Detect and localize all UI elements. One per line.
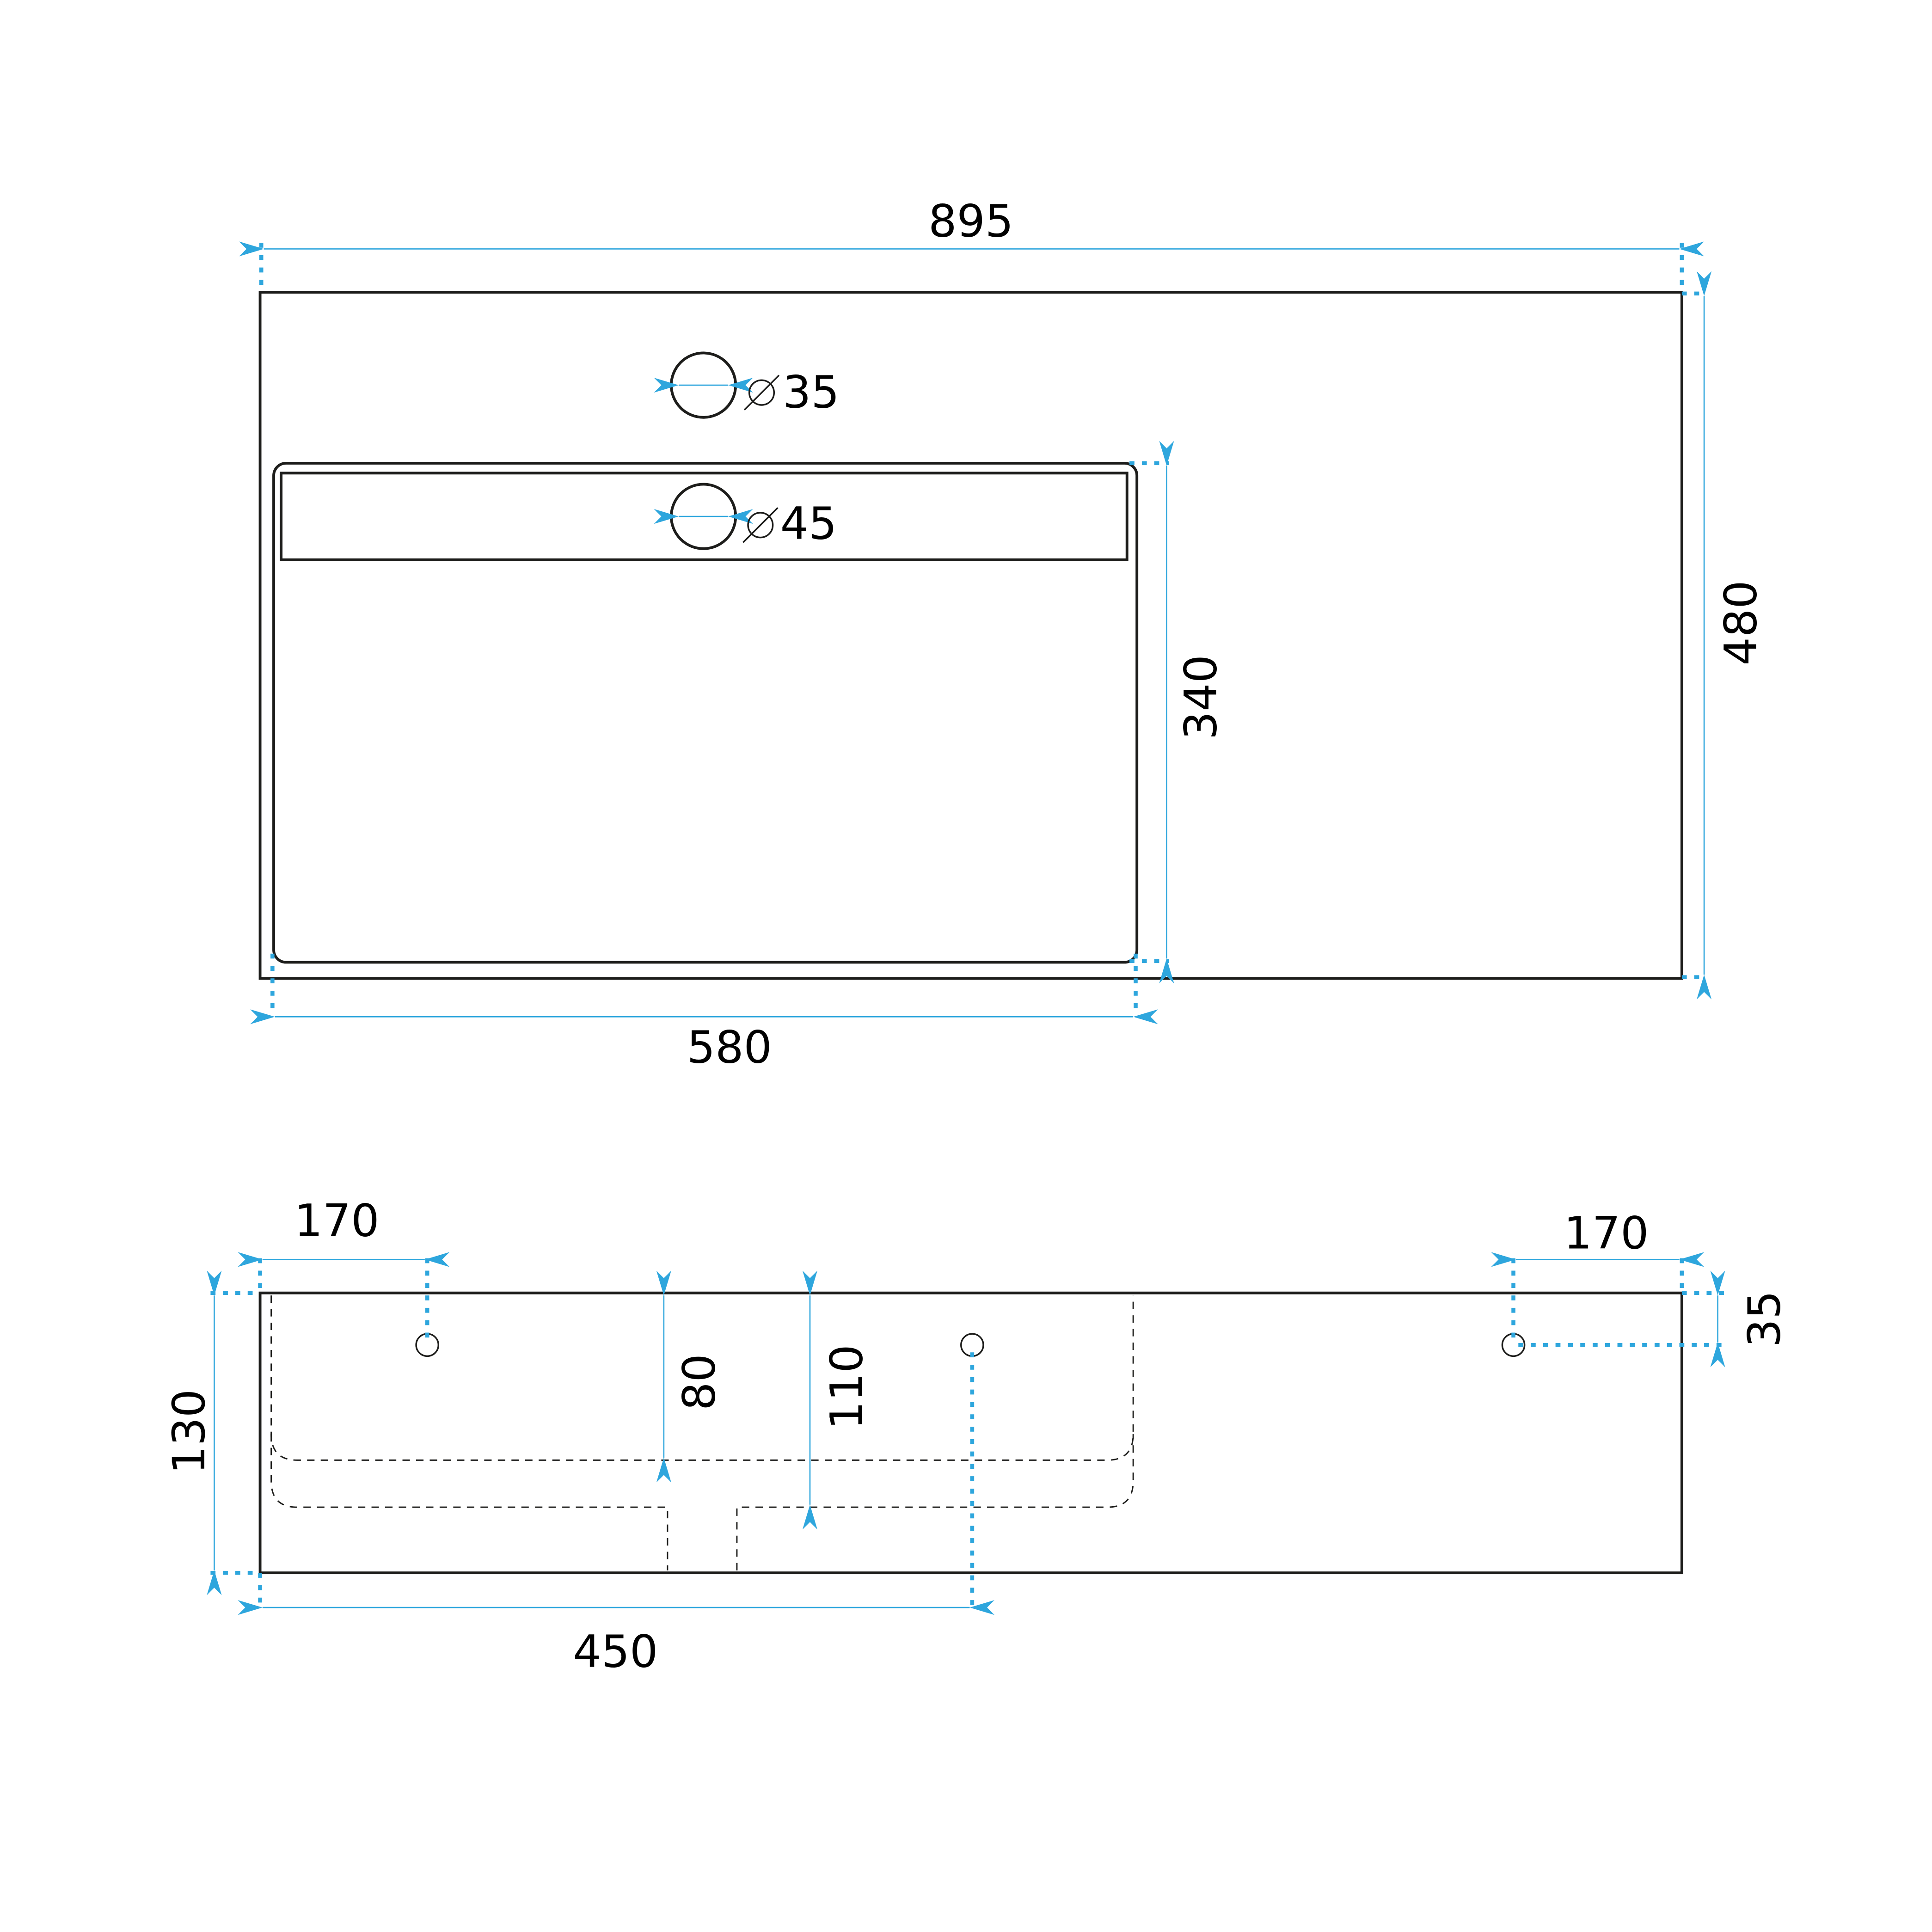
hidden-basin-outer (270, 1434, 1134, 1570)
diameter-symbol-icon (743, 374, 780, 411)
tap-hole: 35 (654, 351, 840, 419)
countertop-outline (258, 291, 1683, 980)
dimension-overall-depth: 480 (1681, 271, 1767, 1000)
top-view: 35 45 895 480 (239, 195, 1767, 1073)
overflow-strip (280, 472, 1129, 561)
basin-width-label: 580 (687, 1021, 772, 1073)
inner-depth-110-label: 110 (820, 1344, 872, 1429)
diameter-symbol-icon (742, 507, 779, 543)
inner-depth-80-label: 80 (673, 1354, 725, 1411)
drain-offset-label: 450 (573, 1625, 658, 1678)
drain-hole: 45 (654, 483, 837, 550)
overall-depth-label: 480 (1715, 580, 1767, 665)
overall-width-label: 895 (928, 195, 1013, 247)
dimension-left-hole-offset: 170 (238, 1194, 450, 1338)
basin-depth-label: 340 (1175, 655, 1227, 740)
dimension-right-hole-offset: 170 (1491, 1207, 1705, 1345)
dimension-overall-width: 895 (239, 195, 1705, 293)
basin-outline (272, 461, 1139, 964)
right-hole-offset-label: 170 (1564, 1207, 1649, 1259)
dimension-drain-offset: 450 (238, 1352, 995, 1678)
drain-hole-diameter-label: 45 (780, 497, 837, 549)
dimension-inner-depth-110: 110 (802, 1270, 872, 1530)
hidden-basin-inner (270, 1295, 1134, 1461)
dimension-overall-height: 130 (163, 1270, 260, 1595)
right-hole-height-label: 35 (1738, 1291, 1791, 1348)
front-view: 170 170 35 130 80 (163, 1194, 1790, 1677)
left-hole-offset-label: 170 (294, 1194, 380, 1246)
dimension-right-hole-height: 35 (1518, 1270, 1791, 1368)
overall-height-label: 130 (163, 1389, 215, 1474)
tap-hole-diameter-label: 35 (783, 366, 840, 418)
dimension-basin-depth: 340 (1129, 441, 1227, 984)
dimension-basin-width: 580 (250, 953, 1158, 1073)
dimension-inner-depth-80: 80 (656, 1270, 725, 1483)
front-outline (258, 1291, 1683, 1575)
